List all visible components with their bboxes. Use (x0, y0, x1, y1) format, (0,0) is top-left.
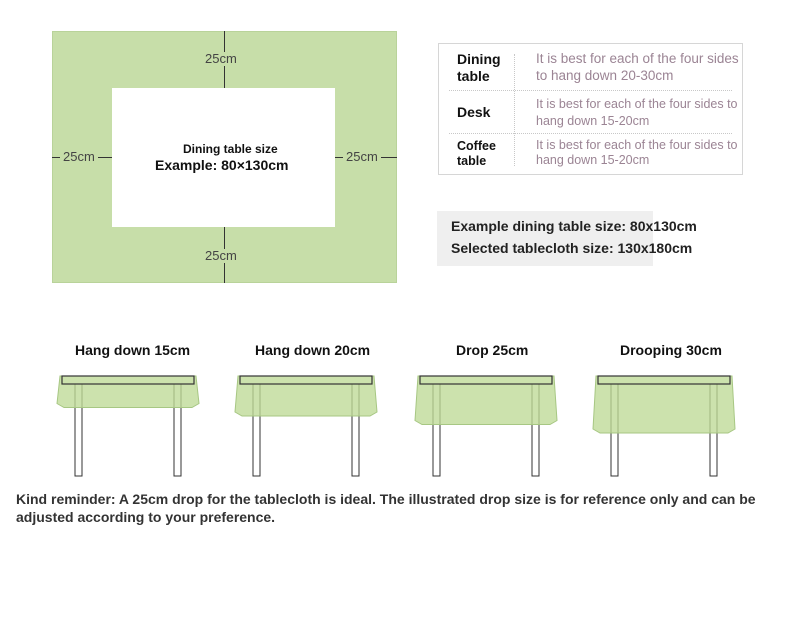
row-divider (449, 133, 732, 134)
row-name-desk: Desk (457, 104, 491, 120)
drop-label-30: Drooping 30cm (620, 342, 722, 358)
table-top (597, 375, 731, 385)
table-size-title: Dining table size (183, 142, 278, 156)
table-type-guide: Dining table It is best for each of the … (438, 43, 743, 175)
table-size-example: Example: 80×130cm (155, 157, 289, 173)
row-name-coffee-table: Coffee table (457, 139, 496, 168)
table-top (239, 375, 373, 385)
column-divider (514, 54, 515, 166)
example-sizes-box: Example dining table size: 80x130cm Sele… (437, 211, 697, 266)
table-top (419, 375, 553, 385)
row-desc-dining-table: It is best for each of the four sides to… (536, 51, 739, 83)
tablecloth-drop (234, 375, 378, 417)
tabletop-area (112, 88, 335, 227)
right-drop-label: 25cm (343, 150, 381, 164)
kind-reminder: Kind reminder: A 25cm drop for the table… (16, 491, 756, 525)
row-divider (449, 90, 732, 91)
tablecloth-drop (592, 375, 736, 434)
row-name-dining-table: Dining table (457, 51, 501, 84)
tablecloth-drop (414, 375, 558, 425)
drop-illustrations (56, 375, 736, 477)
top-drop-label: 25cm (202, 52, 240, 66)
row-desc-desk: It is best for each of the four sides to… (536, 97, 738, 128)
table-top (61, 375, 195, 385)
drop-label-25: Drop 25cm (456, 342, 529, 358)
row-desc-coffee-table: It is best for each of the four sides to… (536, 138, 738, 167)
drop-label-15: Hang down 15cm (75, 342, 191, 358)
bottom-drop-label: 25cm (202, 249, 240, 263)
left-drop-label: 25cm (60, 150, 98, 164)
drop-label-20: Hang down 20cm (255, 342, 371, 358)
example-table-size: Example dining table size: 80x130cm (451, 218, 697, 234)
selected-cloth-size: Selected tablecloth size: 130x180cm (451, 240, 693, 256)
tablecloth-drop (56, 375, 200, 408)
